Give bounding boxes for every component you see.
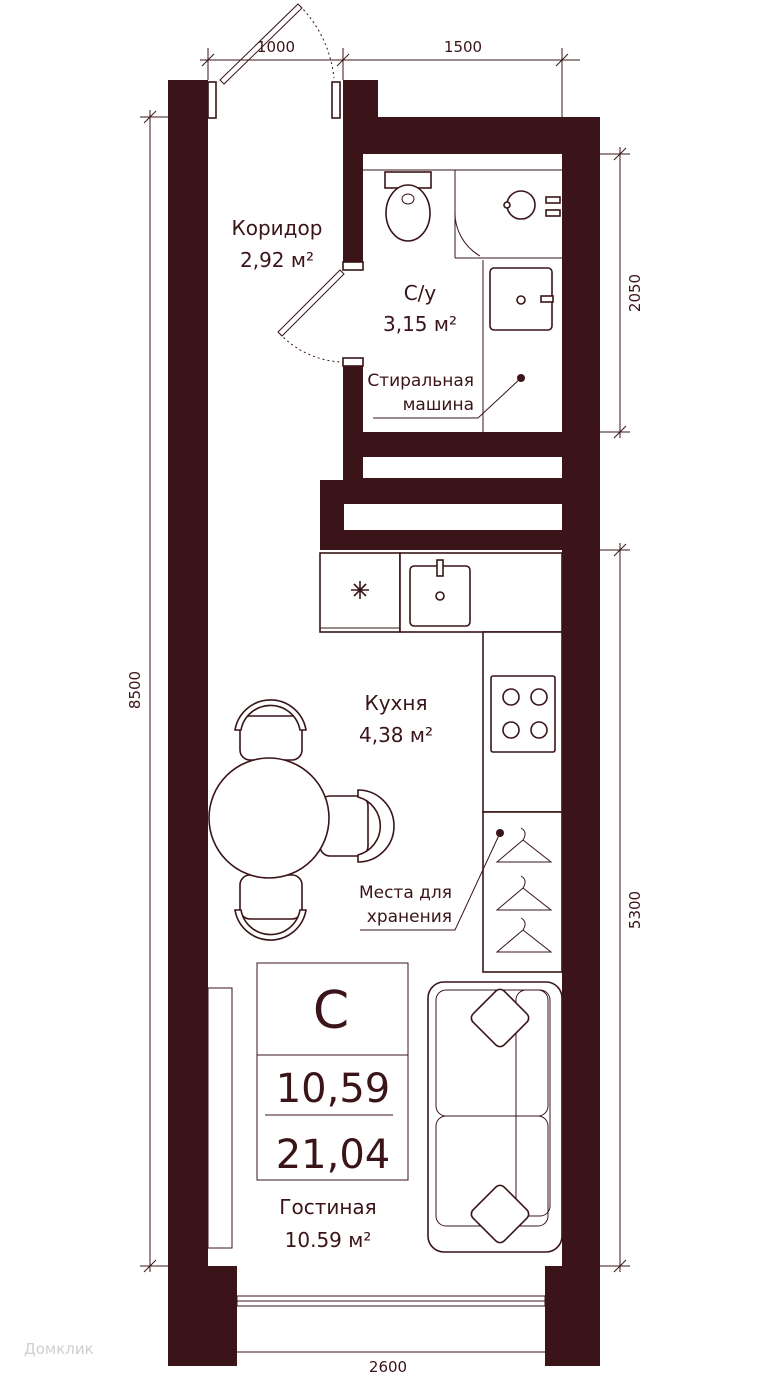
corridor-area: 2,92 м² — [240, 248, 314, 272]
living-area-value: 10,59 — [276, 1066, 391, 1112]
summary-box: С 10,59 21,04 — [256, 962, 409, 1181]
corridor-name: Коридор — [232, 216, 323, 240]
bathroom-door-jamb-top — [342, 261, 364, 271]
dimension-right-lower: 5300 — [626, 891, 644, 929]
total-area-value: 21,04 — [276, 1132, 391, 1178]
entry-door-swing — [299, 5, 335, 79]
watermark-logo: Домклик — [24, 1340, 94, 1358]
toilet-icon — [384, 171, 432, 242]
bathroom-area: 3,15 м² — [383, 312, 457, 336]
sink-icon — [489, 267, 554, 331]
sofa-icon — [427, 981, 563, 1253]
storage-label-1: Места для — [359, 883, 452, 903]
living-radiator — [207, 987, 233, 1249]
dimension-top-right: 1500 — [444, 38, 482, 56]
chair-icon — [234, 874, 307, 941]
walls — [168, 80, 600, 1366]
bathroom-door-swing — [279, 333, 344, 363]
dimension-right-upper: 2050 — [626, 274, 644, 312]
kitchen-name: Кухня — [365, 691, 428, 715]
shower-icon — [454, 170, 562, 259]
round-table-icon — [208, 757, 330, 879]
fridge — [319, 552, 401, 633]
dimension-lines: 1000 1500 8500 2050 5300 2600 — [126, 38, 644, 1374]
chair-icon — [319, 789, 395, 863]
stove-icon — [490, 675, 556, 753]
bathroom-name: С/у — [404, 281, 437, 305]
shaft-wall — [343, 478, 562, 504]
outer-wall-right — [562, 117, 600, 1366]
furniture — [208, 699, 563, 1253]
living-area: 10.59 м² — [285, 1228, 372, 1252]
entry-door-jamb-right — [331, 81, 341, 119]
entry-door-jamb-left — [207, 81, 217, 119]
hanger-icon — [495, 827, 553, 953]
entry-door-leaf — [219, 3, 303, 85]
washing-machine-label-1: Стиральная — [367, 371, 474, 391]
room-labels: Коридор 2,92 м² С/у 3,15 м² Кухня 4,38 м… — [232, 216, 474, 1252]
outer-wall-left — [168, 80, 208, 1366]
bathroom-door-jamb-bottom — [342, 357, 364, 367]
shaft-wall-bottom — [320, 530, 562, 550]
bottom-wall-right — [545, 1266, 600, 1366]
snowflake-icon — [351, 581, 369, 599]
openings — [207, 3, 546, 1307]
corridor-wall-lower — [343, 365, 363, 483]
apartment-type: С — [313, 981, 349, 1041]
living-name: Гостиная — [279, 1195, 376, 1219]
kitchen-fixtures — [319, 552, 563, 973]
washing-machine-leader — [373, 377, 522, 419]
dimension-left: 8500 — [126, 671, 144, 709]
sink-icon — [409, 559, 471, 627]
dimension-top-left: 1000 — [257, 38, 295, 56]
chair-icon — [234, 699, 307, 761]
kitchen-area: 4,38 м² — [359, 723, 433, 747]
entry-wall-stub — [343, 80, 378, 120]
top-wall-bathroom — [343, 117, 600, 154]
bathroom-fixtures — [363, 169, 562, 432]
storage-leader — [360, 832, 501, 931]
bathroom-door-leaf — [277, 269, 345, 337]
dimension-bottom: 2600 — [369, 1358, 407, 1374]
storage-label-2: хранения — [367, 907, 452, 927]
bathroom-bottom-wall — [343, 432, 562, 457]
bottom-wall-left — [168, 1266, 237, 1366]
storage-cabinet — [482, 811, 563, 973]
washing-machine-label-2: машина — [403, 395, 474, 415]
corridor-wall-upper — [343, 117, 363, 265]
